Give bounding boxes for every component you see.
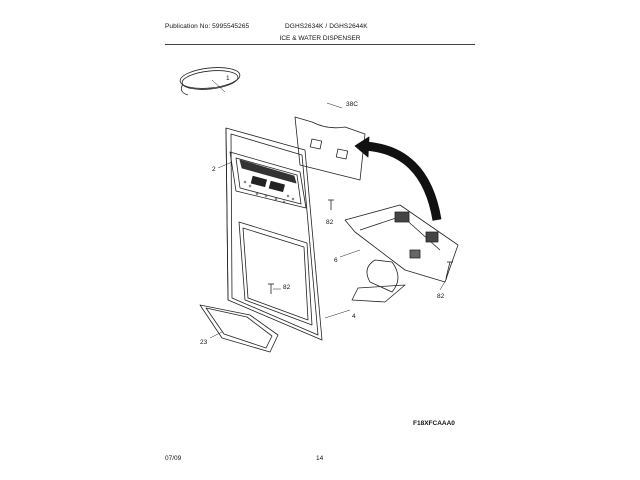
footer-date: 07/09: [165, 455, 182, 462]
leader-line: [339, 249, 361, 258]
assembly-arrow-graphic: [354, 136, 442, 221]
screw-part: [268, 283, 274, 294]
callout-6: 6: [334, 257, 338, 264]
leader-line: [211, 79, 226, 93]
page-number: 14: [316, 455, 324, 462]
figure-code: F18XFCAAA0: [413, 420, 455, 427]
header-rule: [165, 44, 475, 45]
leader-line: [217, 161, 233, 169]
publication-number: Publication No: 5995545265: [165, 23, 250, 30]
callout-82: 82: [326, 219, 334, 226]
screw-part: [328, 199, 334, 210]
callout-1: 1: [226, 75, 230, 82]
callout-23: 23: [200, 339, 208, 346]
dispenser-housing-part: [225, 127, 323, 341]
bezel-gasket-part: [199, 304, 279, 353]
insulation-pad-part: [294, 116, 366, 181]
control-panel-part: [229, 151, 307, 209]
callout-2: 2: [212, 166, 216, 173]
callout-38c: 38C: [346, 101, 358, 108]
actuator-assembly-part: [344, 204, 459, 303]
leader-line: [326, 102, 343, 109]
callout-4: 4: [352, 313, 356, 320]
model-numbers: DGHS2634K / DGHS2644K: [285, 23, 368, 30]
leader-line: [324, 309, 351, 319]
callout-82: 82: [283, 284, 291, 291]
page-title: ICE & WATER DISPENSER: [279, 35, 361, 42]
leader-line: [209, 331, 223, 339]
tubing-coil-part: [179, 67, 241, 96]
callout-82: 82: [437, 293, 445, 300]
